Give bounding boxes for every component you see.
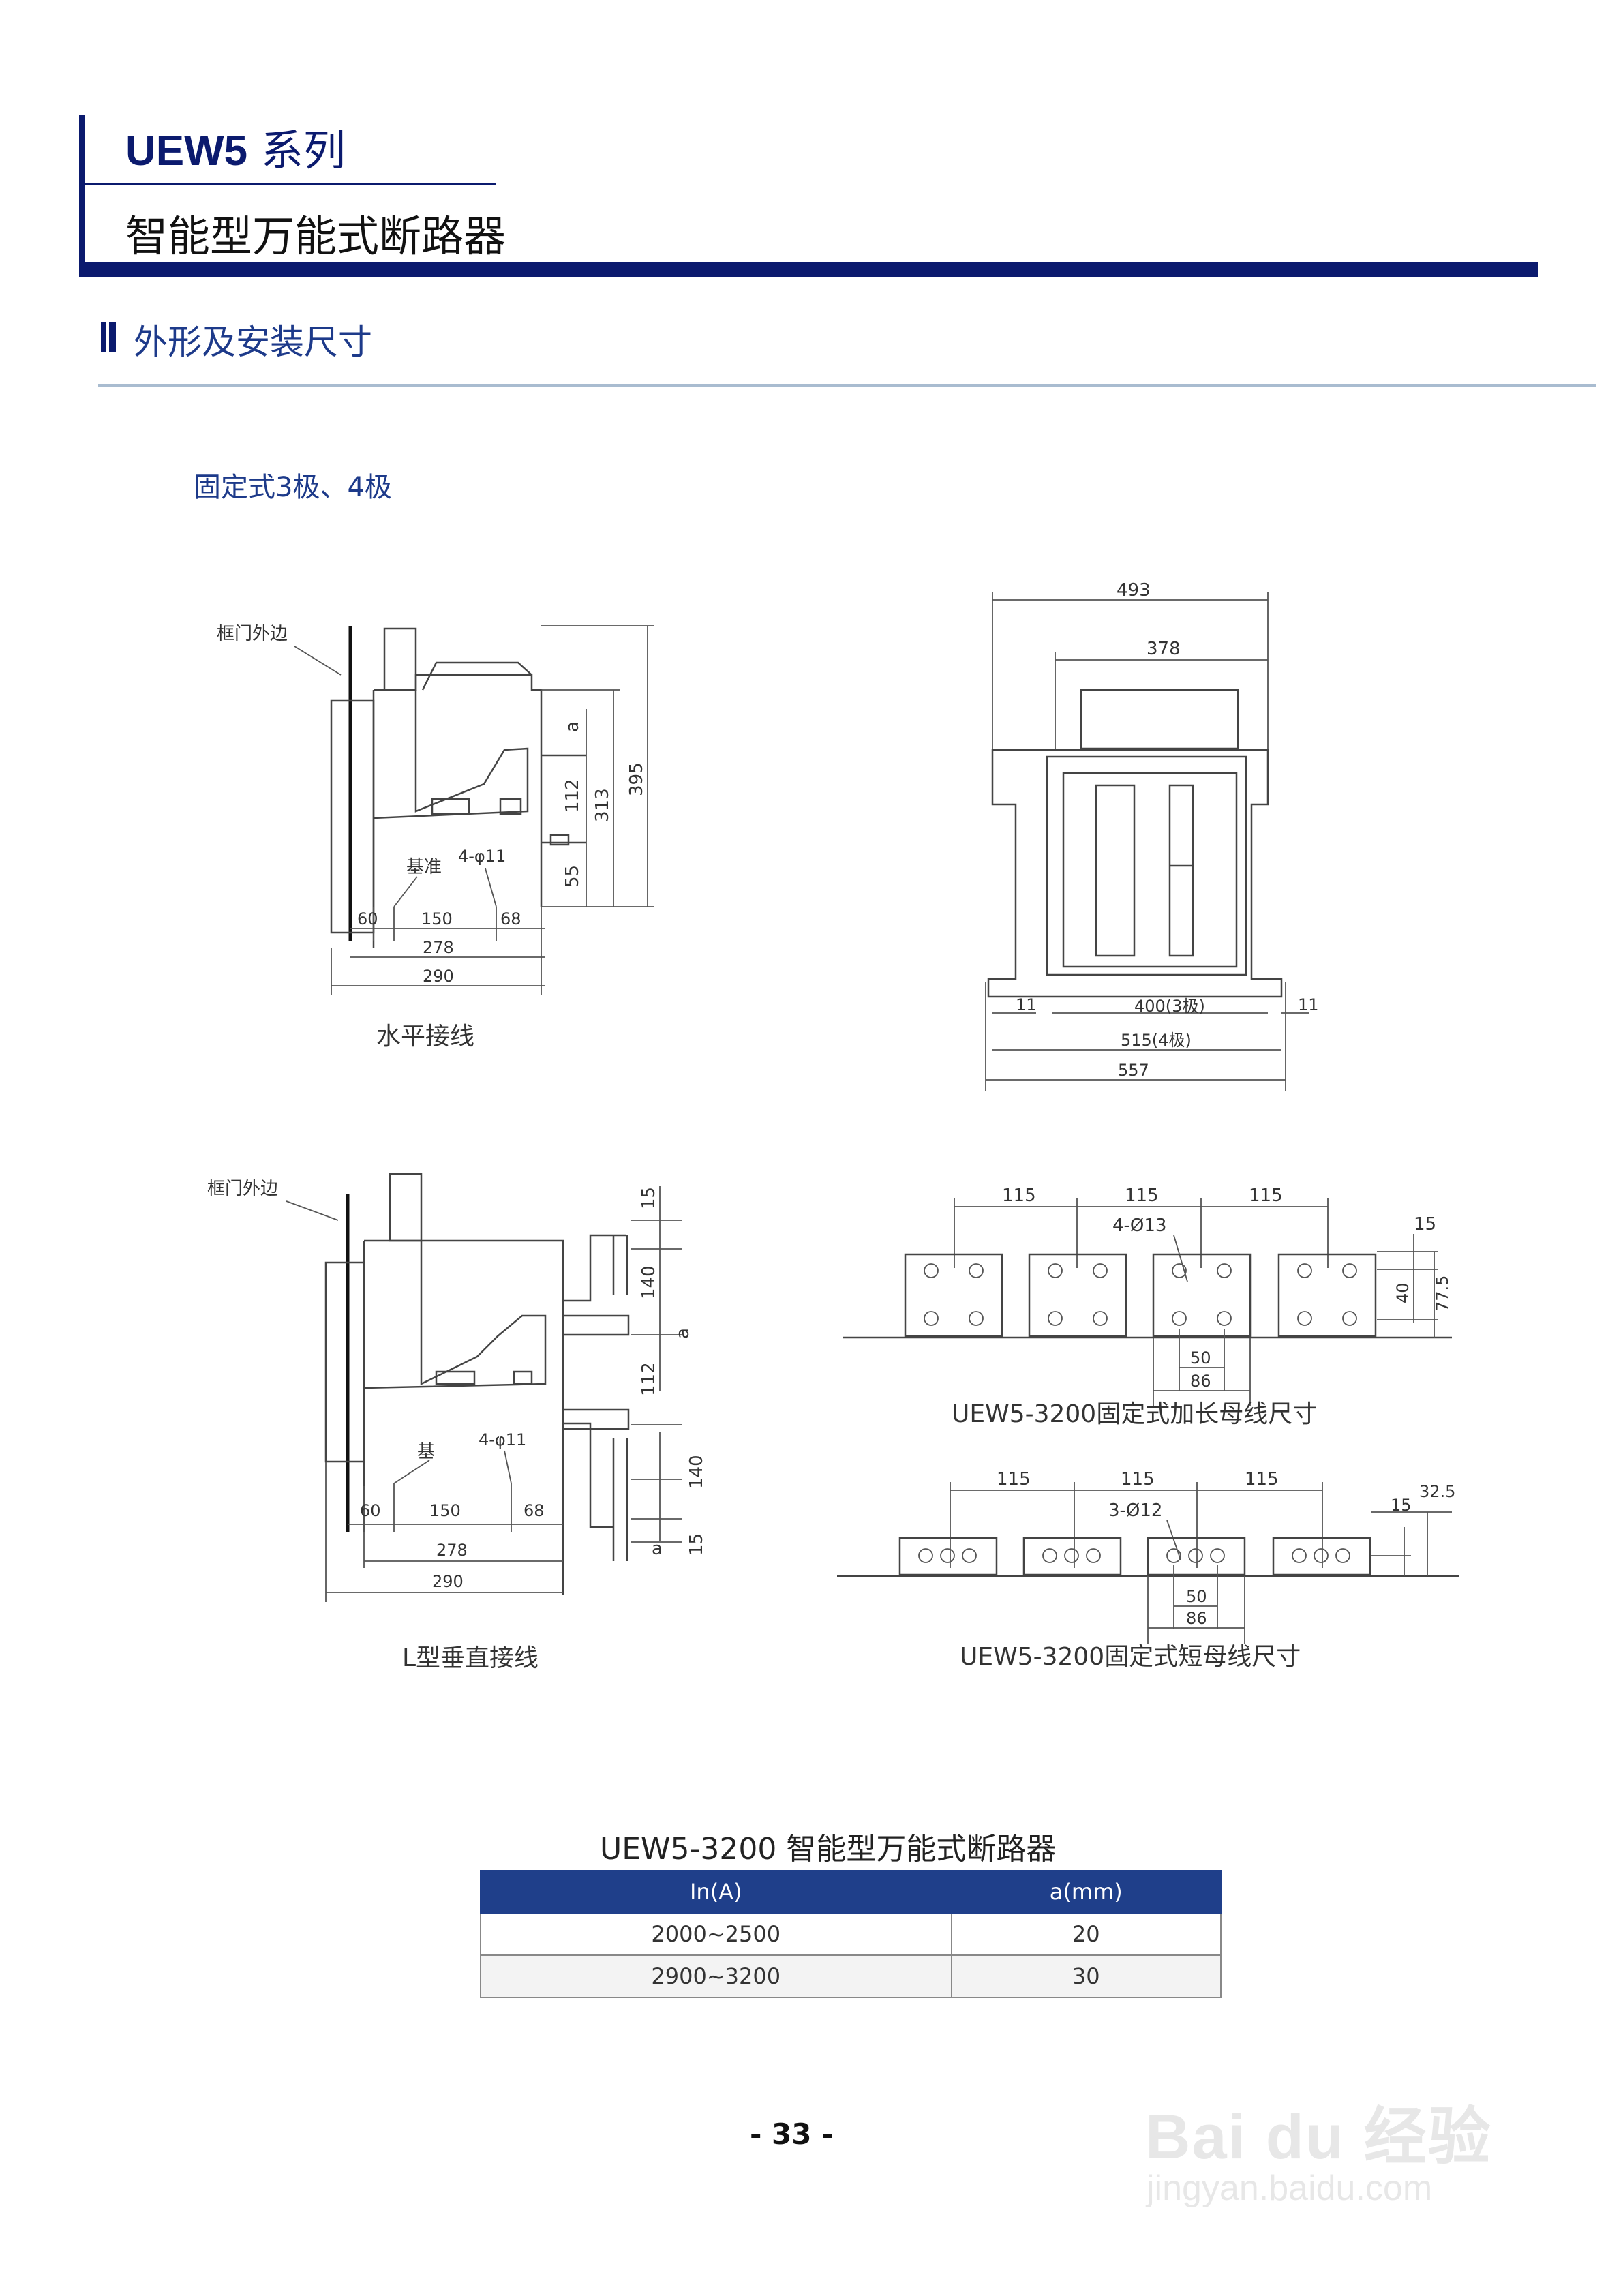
dim-77-5-label: 77.5: [1433, 1275, 1452, 1312]
dim-68-label: 68: [500, 909, 521, 928]
dim-290-v-label: 290: [432, 1572, 464, 1591]
section-marker-icon: [101, 322, 116, 352]
datum-label: 基准: [406, 857, 442, 877]
table-cell: 20: [950, 1912, 1222, 1956]
dim-a-bottom-label: a: [652, 1539, 663, 1559]
dim-15-long-label: 15: [1414, 1214, 1436, 1235]
watermark-logo: Bai du 经验: [1145, 2102, 1492, 2172]
drawing-short-busbar: 115 115 115 3-Ø12 15 32.5 50 86 UEW5-320…: [837, 1469, 1459, 1671]
table-caption: UEW5-3200 智能型万能式断路器: [600, 1832, 1057, 1867]
drawing-caption-long-busbar: UEW5-3200固定式加长母线尺寸: [952, 1400, 1317, 1428]
header-accent-bar: [79, 115, 85, 262]
drawing-vertical: 框门外边 15 140 a 112 140 a 15 基 4-φ11 60 15…: [207, 1173, 707, 1672]
hole-spec-long: 4-Ø13: [1112, 1215, 1166, 1236]
dim-140-bottom-label: 140: [686, 1455, 707, 1489]
drawing-caption-horizontal: 水平接线: [376, 1023, 474, 1051]
datum-label-2: 基: [417, 1442, 435, 1462]
baidu-watermark: Bai du 经验 jingyan.baidu.com: [1145, 2086, 1527, 2222]
dim-55-label: 55: [562, 865, 583, 888]
drawing-horizontal: 框门外边 a 112 55 313 395 基准 4-φ11 60 150 68…: [217, 624, 654, 1051]
dim-11-right-label: 11: [1298, 995, 1319, 1014]
header-divider: [85, 183, 496, 185]
table-header-row: In(A) a(mm): [480, 1870, 1222, 1914]
dim-493-label: 493: [1117, 580, 1151, 601]
dim-15-top-label: 15: [639, 1187, 659, 1209]
dim-290-label: 290: [423, 967, 454, 986]
dim-86-long-label: 86: [1190, 1372, 1211, 1391]
hole-spec-short: 3-Ø12: [1108, 1500, 1162, 1521]
drawing-front: 493 378 11 400(3极) 11 515(4极) 557: [985, 580, 1319, 1091]
dim-400-label: 400(3极): [1134, 997, 1205, 1016]
drawing-caption-short-busbar: UEW5-3200固定式短母线尺寸: [960, 1643, 1301, 1671]
column-header-a: a(mm): [950, 1870, 1222, 1914]
dim-278-label: 278: [423, 938, 454, 957]
dim-15-short-label: 15: [1391, 1496, 1412, 1515]
series-suffix: 系列: [247, 125, 346, 175]
dim-140-top-label: 140: [639, 1265, 659, 1299]
product-name: 智能型万能式断路器: [125, 211, 506, 261]
hole-spec-label: 4-φ11: [458, 847, 506, 866]
table-row: 2000~2500 20: [480, 1912, 1222, 1956]
dim-15-bottom-label: 15: [686, 1533, 707, 1556]
dim-115-f-label: 115: [1245, 1469, 1279, 1490]
dim-60-v-label: 60: [360, 1501, 381, 1520]
series-code: UEW5: [125, 127, 248, 175]
dim-150-label: 150: [421, 909, 453, 928]
section-subtitle: 固定式3极、4极: [194, 472, 392, 503]
header-rule: [79, 262, 1538, 277]
dim-68-v-label: 68: [524, 1501, 545, 1520]
section-divider: [98, 384, 1596, 387]
dim-112-label: 112: [562, 779, 583, 813]
dim-32-5-label: 32.5: [1419, 1482, 1455, 1501]
section-title: 外形及安装尺寸: [134, 322, 372, 362]
dim-115-e-label: 115: [1121, 1469, 1155, 1490]
rating-table: In(A) a(mm) 2000~2500 20 2900~3200 30: [480, 1870, 1222, 1998]
dim-115-d-label: 115: [997, 1469, 1031, 1490]
drawing-caption-vertical: L型垂直接线: [402, 1644, 539, 1672]
dim-115-a-label: 115: [1002, 1185, 1036, 1206]
series-title: UEW5 系列: [125, 116, 346, 177]
dim-50-short-label: 50: [1186, 1587, 1207, 1606]
dim-115-c-label: 115: [1249, 1185, 1283, 1206]
watermark-url: jingyan.baidu.com: [1147, 2169, 1433, 2208]
dim-557-label: 557: [1118, 1061, 1149, 1080]
dim-a-top-label: a: [673, 1328, 693, 1339]
dim-378-label: 378: [1147, 639, 1181, 659]
door-edge-label-2: 框门外边: [207, 1179, 278, 1199]
dim-515-label: 515(4极): [1121, 1031, 1192, 1050]
dim-395-label: 395: [626, 762, 647, 796]
table-cell: 30: [950, 1954, 1222, 1998]
dim-115-b-label: 115: [1125, 1185, 1159, 1206]
column-header-current: In(A): [480, 1870, 952, 1914]
dim-150-v-label: 150: [429, 1501, 461, 1520]
door-edge-label: 框门外边: [217, 624, 288, 644]
dim-40-label: 40: [1393, 1282, 1412, 1303]
dim-11-left-label: 11: [1016, 995, 1037, 1014]
dim-278-v-label: 278: [436, 1541, 468, 1560]
dim-a-label: a: [562, 721, 583, 732]
page-number: - 33 -: [750, 2117, 834, 2151]
dim-50-long-label: 50: [1190, 1348, 1211, 1368]
dim-86-short-label: 86: [1186, 1609, 1207, 1628]
table-cell: 2000~2500: [480, 1912, 952, 1956]
hole-spec-label-2: 4-φ11: [479, 1430, 526, 1449]
table-cell: 2900~3200: [480, 1954, 952, 1998]
dim-112-v-label: 112: [639, 1362, 659, 1396]
dim-60-label: 60: [357, 909, 378, 928]
dim-313-label: 313: [592, 788, 613, 822]
drawing-long-busbar: 115 115 115 4-Ø13 15 40 77.5 50 86 UEW5-…: [843, 1185, 1452, 1428]
table-row: 2900~3200 30: [480, 1954, 1222, 1998]
